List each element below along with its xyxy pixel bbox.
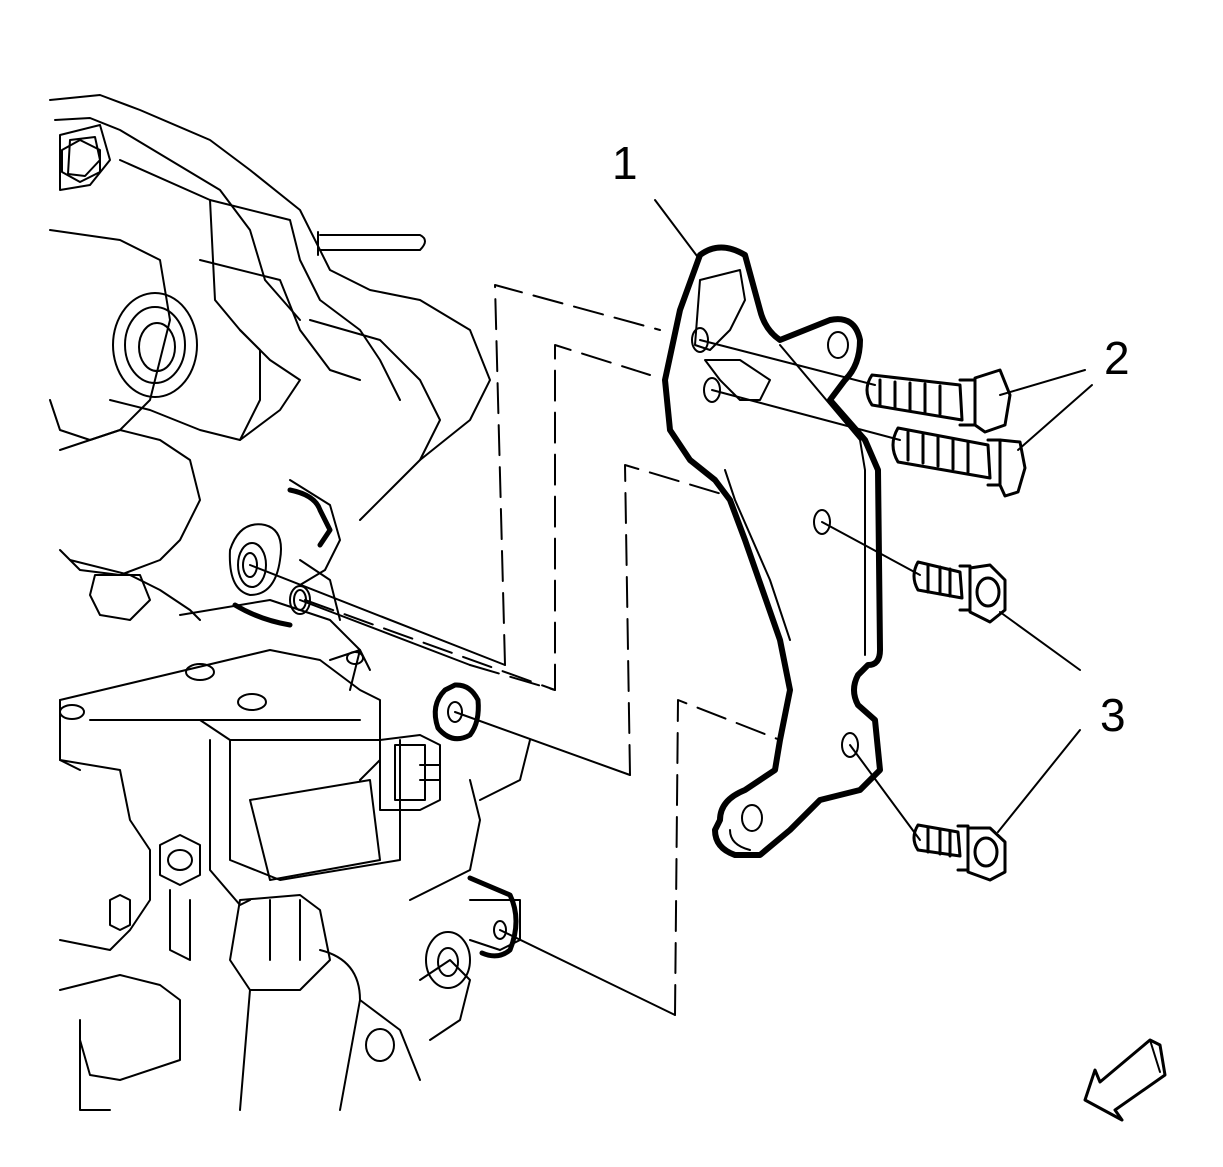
- bolt-holes-engine: [242, 552, 507, 940]
- bolt-short-lower: [912, 823, 1007, 882]
- arrow-down-left-icon: [1083, 1038, 1167, 1122]
- callout-2-bolts: 2: [1104, 332, 1130, 384]
- bolt-long-lower: [891, 426, 1027, 498]
- bolt-short-upper: [912, 560, 1007, 624]
- callout-leaders: [654, 199, 1093, 833]
- bracket: [662, 244, 883, 858]
- mount-boss-highlights: [232, 487, 519, 959]
- alignment-lines-dashed: [304, 284, 781, 1016]
- callout-3-bolts: 3: [1100, 689, 1126, 741]
- callout-1-bracket: 1: [612, 137, 638, 189]
- bolt-long-upper: [865, 368, 1012, 434]
- alignment-lines-solid: [249, 339, 921, 1016]
- engine-assembly: [49, 94, 531, 1111]
